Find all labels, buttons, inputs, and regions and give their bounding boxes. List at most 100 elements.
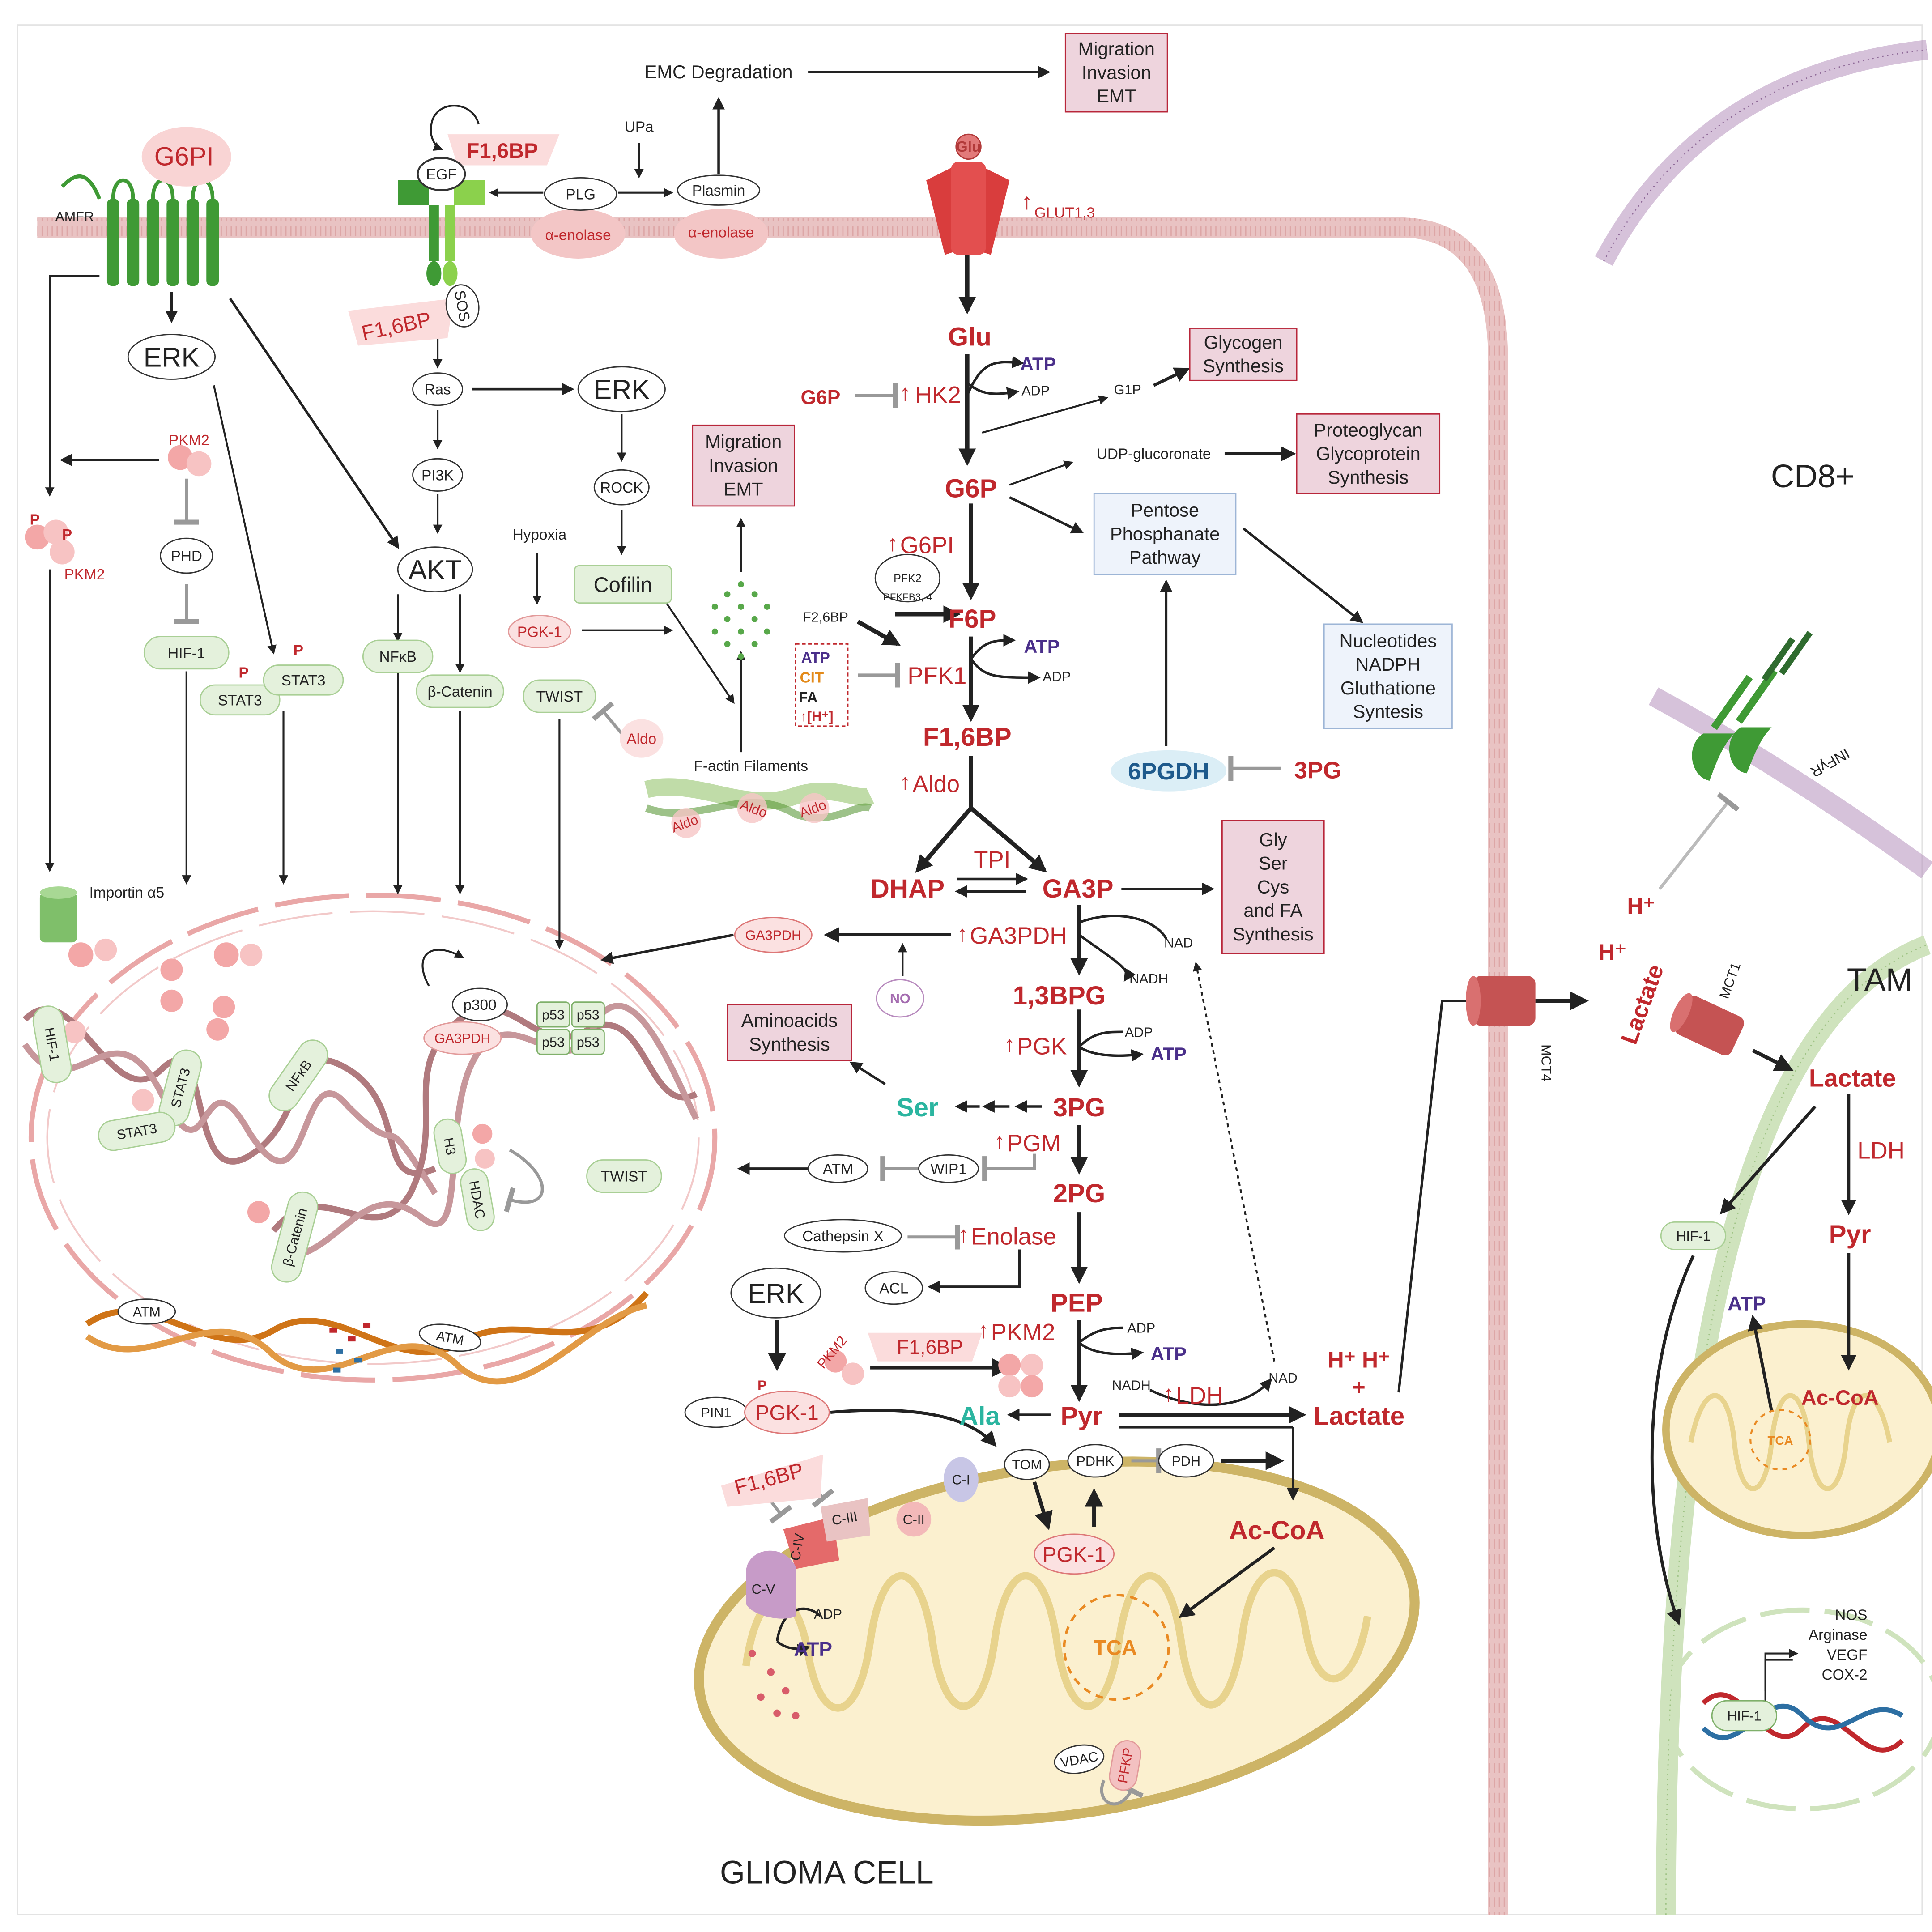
glioma-cell-label: GLIOMA CELL xyxy=(720,1855,934,1891)
nad-ga3p: NAD xyxy=(1164,935,1193,950)
pfk2-node xyxy=(874,553,941,603)
gly-ser-box-line-1: Ser xyxy=(1259,853,1288,874)
pdh-node-label: PDH xyxy=(1172,1454,1201,1469)
tam-target-1: Arginase xyxy=(1809,1627,1868,1643)
pkm2-enzyme: PKM2 xyxy=(991,1319,1055,1345)
f16bp-ribbon-3 xyxy=(721,1455,823,1507)
migration-box-mid xyxy=(692,424,795,507)
stat3-node-a xyxy=(199,684,281,716)
dhap-metabolite: DHAP xyxy=(871,874,945,903)
inhibition-lines xyxy=(174,383,1281,1806)
nucleotides-box-line-3: Syntesis xyxy=(1353,701,1423,722)
nad-ldh: NAD xyxy=(1268,1370,1298,1386)
migration-box-mid-line-1: Invasion xyxy=(709,455,778,476)
migration-box-top-line-1: Invasion xyxy=(1082,62,1151,83)
tam-pyr: Pyr xyxy=(1829,1220,1871,1249)
hif1-node-label: HIF-1 xyxy=(168,645,205,662)
rock-node-label: ROCK xyxy=(600,480,643,496)
g6pi-ligand-blob xyxy=(141,127,231,187)
emc-degradation-label: EMC Degradation xyxy=(644,61,792,82)
f-actin-filament xyxy=(644,778,874,838)
p53-node-1-label: p53 xyxy=(542,1007,565,1022)
secretory-vesicle-icon xyxy=(711,581,770,660)
glut-up-arrow: ↑ xyxy=(1021,189,1033,214)
ppp-box-line-0: Pentose xyxy=(1131,500,1199,521)
hif1-nucleus xyxy=(32,1005,72,1083)
pgdh-node-label: 6PGDH xyxy=(1128,758,1209,785)
pdhk-node xyxy=(1067,1444,1123,1478)
ala-metabolite: Ala xyxy=(959,1401,1000,1430)
p-pkm2-b: P xyxy=(62,527,72,543)
migration-box-top-line-2: EMT xyxy=(1097,85,1136,106)
pfk1-inhibitor-box xyxy=(795,643,849,727)
stat3-node-b xyxy=(263,664,344,696)
p53-node-2 xyxy=(571,1001,605,1028)
p300-node xyxy=(452,987,508,1021)
egfr-receptor-icon xyxy=(398,180,485,286)
ga3p-metabolite: GA3P xyxy=(1043,874,1114,903)
tom-node xyxy=(1004,1449,1050,1480)
g6pi-up: ↑ xyxy=(887,531,898,556)
adp-pfk1: ADP xyxy=(1043,669,1071,685)
twist-nucleus-label: TWIST xyxy=(601,1169,647,1185)
hk2-up: ↑ xyxy=(899,380,911,405)
dna-damage-fragments xyxy=(329,1323,371,1373)
g6p-metabolite: G6P xyxy=(945,474,997,503)
p-stat3-b: P xyxy=(294,642,303,659)
fa-inhibitor: FA xyxy=(799,689,818,706)
atm-node-cyto xyxy=(807,1154,868,1183)
pfk1-enzyme: PFK1 xyxy=(907,663,966,689)
tam-lactate: Lactate xyxy=(1809,1064,1896,1092)
nucleotides-box xyxy=(1323,623,1453,729)
pkm2-phospho: PKM2 xyxy=(64,566,105,583)
bpg13-metabolite: 1,3BPG xyxy=(1013,981,1106,1010)
glu-metabolite: Glu xyxy=(948,322,992,351)
pgk1-hypoxia-node xyxy=(508,615,571,649)
no-node xyxy=(876,979,924,1018)
twist-node-cyto xyxy=(523,679,596,713)
hdac-node xyxy=(460,1168,495,1231)
lactate-glioma: Lactate xyxy=(1313,1401,1404,1430)
hplus-inhibitor: ↑[H⁺] xyxy=(800,709,834,724)
tam-h-plus-1: H⁺ xyxy=(1627,894,1655,919)
pgk1-node-cyto xyxy=(744,1390,830,1434)
pdh-node xyxy=(1158,1444,1214,1478)
nfkb-node-label: NFκB xyxy=(379,649,416,665)
importin-label: Importin α5 xyxy=(89,885,164,901)
tam-target-3: COX-2 xyxy=(1822,1667,1868,1683)
tam-hif1-dna xyxy=(1711,1700,1778,1732)
accoa-metabolite: Ac-CoA xyxy=(1229,1516,1325,1545)
tam-h-plus-2: H⁺ xyxy=(1599,940,1627,965)
mct1-transporter-icon xyxy=(1670,993,1745,1056)
gly-ser-box-line-4: Synthesis xyxy=(1233,923,1314,945)
gly-ser-box xyxy=(1221,820,1325,954)
stat3-nucleus-b xyxy=(98,1111,176,1151)
chromatin-dna xyxy=(22,1003,699,1385)
tam-tca: TCA xyxy=(1767,1434,1793,1447)
pkm2-cyto: PKM2 xyxy=(169,432,209,449)
infgr-receptor-icon xyxy=(1692,631,1813,781)
hk2-enzyme: HK2 xyxy=(915,382,961,408)
phd-node-label: PHD xyxy=(171,548,202,565)
arrows xyxy=(45,66,1857,1691)
h-plus-glioma: H⁺ H⁺ xyxy=(1328,1347,1390,1372)
p-pkm2-a: P xyxy=(30,512,40,528)
alpha-enolase-1: α-enolase xyxy=(545,227,611,243)
atp-hk2: ATP xyxy=(1020,353,1056,374)
bcatenin-node xyxy=(416,674,504,708)
importin-channel-icon xyxy=(39,886,77,943)
p53-node-4 xyxy=(571,1029,605,1055)
aminoacids-box xyxy=(727,1004,852,1061)
bcatenin-node-label: β-Catenin xyxy=(428,684,493,700)
rock-node xyxy=(593,469,650,506)
gly-ser-box-line-2: Cys xyxy=(1257,876,1289,897)
pgk1-node-mito xyxy=(1034,1533,1115,1575)
akt-node xyxy=(397,546,473,593)
p-pgk1: P xyxy=(757,1378,766,1393)
atm-node-cyto-label: ATM xyxy=(823,1161,853,1178)
pkm2-nuclear-dots xyxy=(63,938,495,1224)
pkm2-up: ↑ xyxy=(978,1318,989,1343)
adp-c5: ADP xyxy=(814,1607,842,1622)
adp-pkm2: ADP xyxy=(1127,1321,1155,1336)
